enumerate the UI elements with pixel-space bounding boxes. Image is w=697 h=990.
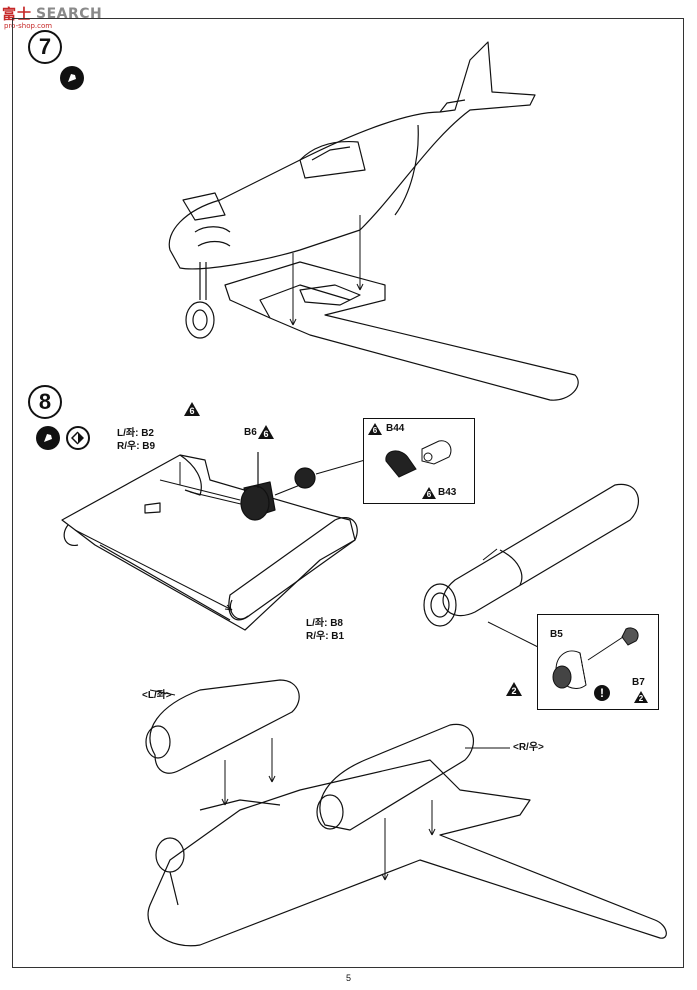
- part-b43-label: B43: [438, 487, 457, 498]
- step8-wing-panel: [61, 454, 356, 631]
- step-7-number: 7: [28, 30, 62, 64]
- assembled-nacelle: [423, 483, 639, 627]
- detail-inset-b5-b7: B5 ! B7 2: [537, 614, 659, 710]
- step7-wing: [224, 261, 579, 401]
- final-aircraft: [145, 679, 667, 947]
- final-left-label: <L/좌>: [142, 690, 172, 701]
- cement-side-icon: [66, 426, 90, 450]
- warning-icon: !: [594, 685, 610, 701]
- right-nacelle-part-label: R/우: B1: [306, 631, 345, 642]
- left-nacelle-part-label: L/좌: B8: [306, 618, 343, 629]
- step7-landing-gear: [185, 262, 215, 339]
- left-wing-part-label: L/좌: B2: [117, 428, 154, 439]
- glue-icon: [36, 426, 60, 450]
- step7-fuselage: [168, 41, 536, 270]
- final-arrows: [149, 689, 510, 881]
- watermark-brand: 富士: [2, 7, 32, 23]
- cowling-drawing: [552, 627, 639, 689]
- final-right-label: <R/우>: [513, 742, 544, 753]
- part-b44-label: B44: [386, 423, 405, 434]
- detail-inset-b44-b43: 6 B44 6 B43: [363, 418, 475, 504]
- step8-nacelle-half: [228, 517, 358, 621]
- part-b7-label: B7: [632, 677, 645, 688]
- watermark-url: pro-shop.com: [4, 22, 53, 30]
- spinner-parts: [240, 452, 316, 521]
- page-number: 5: [345, 973, 351, 983]
- glue-icon: [60, 66, 84, 90]
- step-8-number: 8: [28, 385, 62, 419]
- right-wing-part-label: R/우: B9: [117, 441, 156, 452]
- propeller-hub-drawing: [385, 440, 452, 478]
- part-b5-label: B5: [550, 629, 563, 640]
- spinner-part-label: B6: [244, 427, 257, 438]
- page-frame: [12, 18, 684, 968]
